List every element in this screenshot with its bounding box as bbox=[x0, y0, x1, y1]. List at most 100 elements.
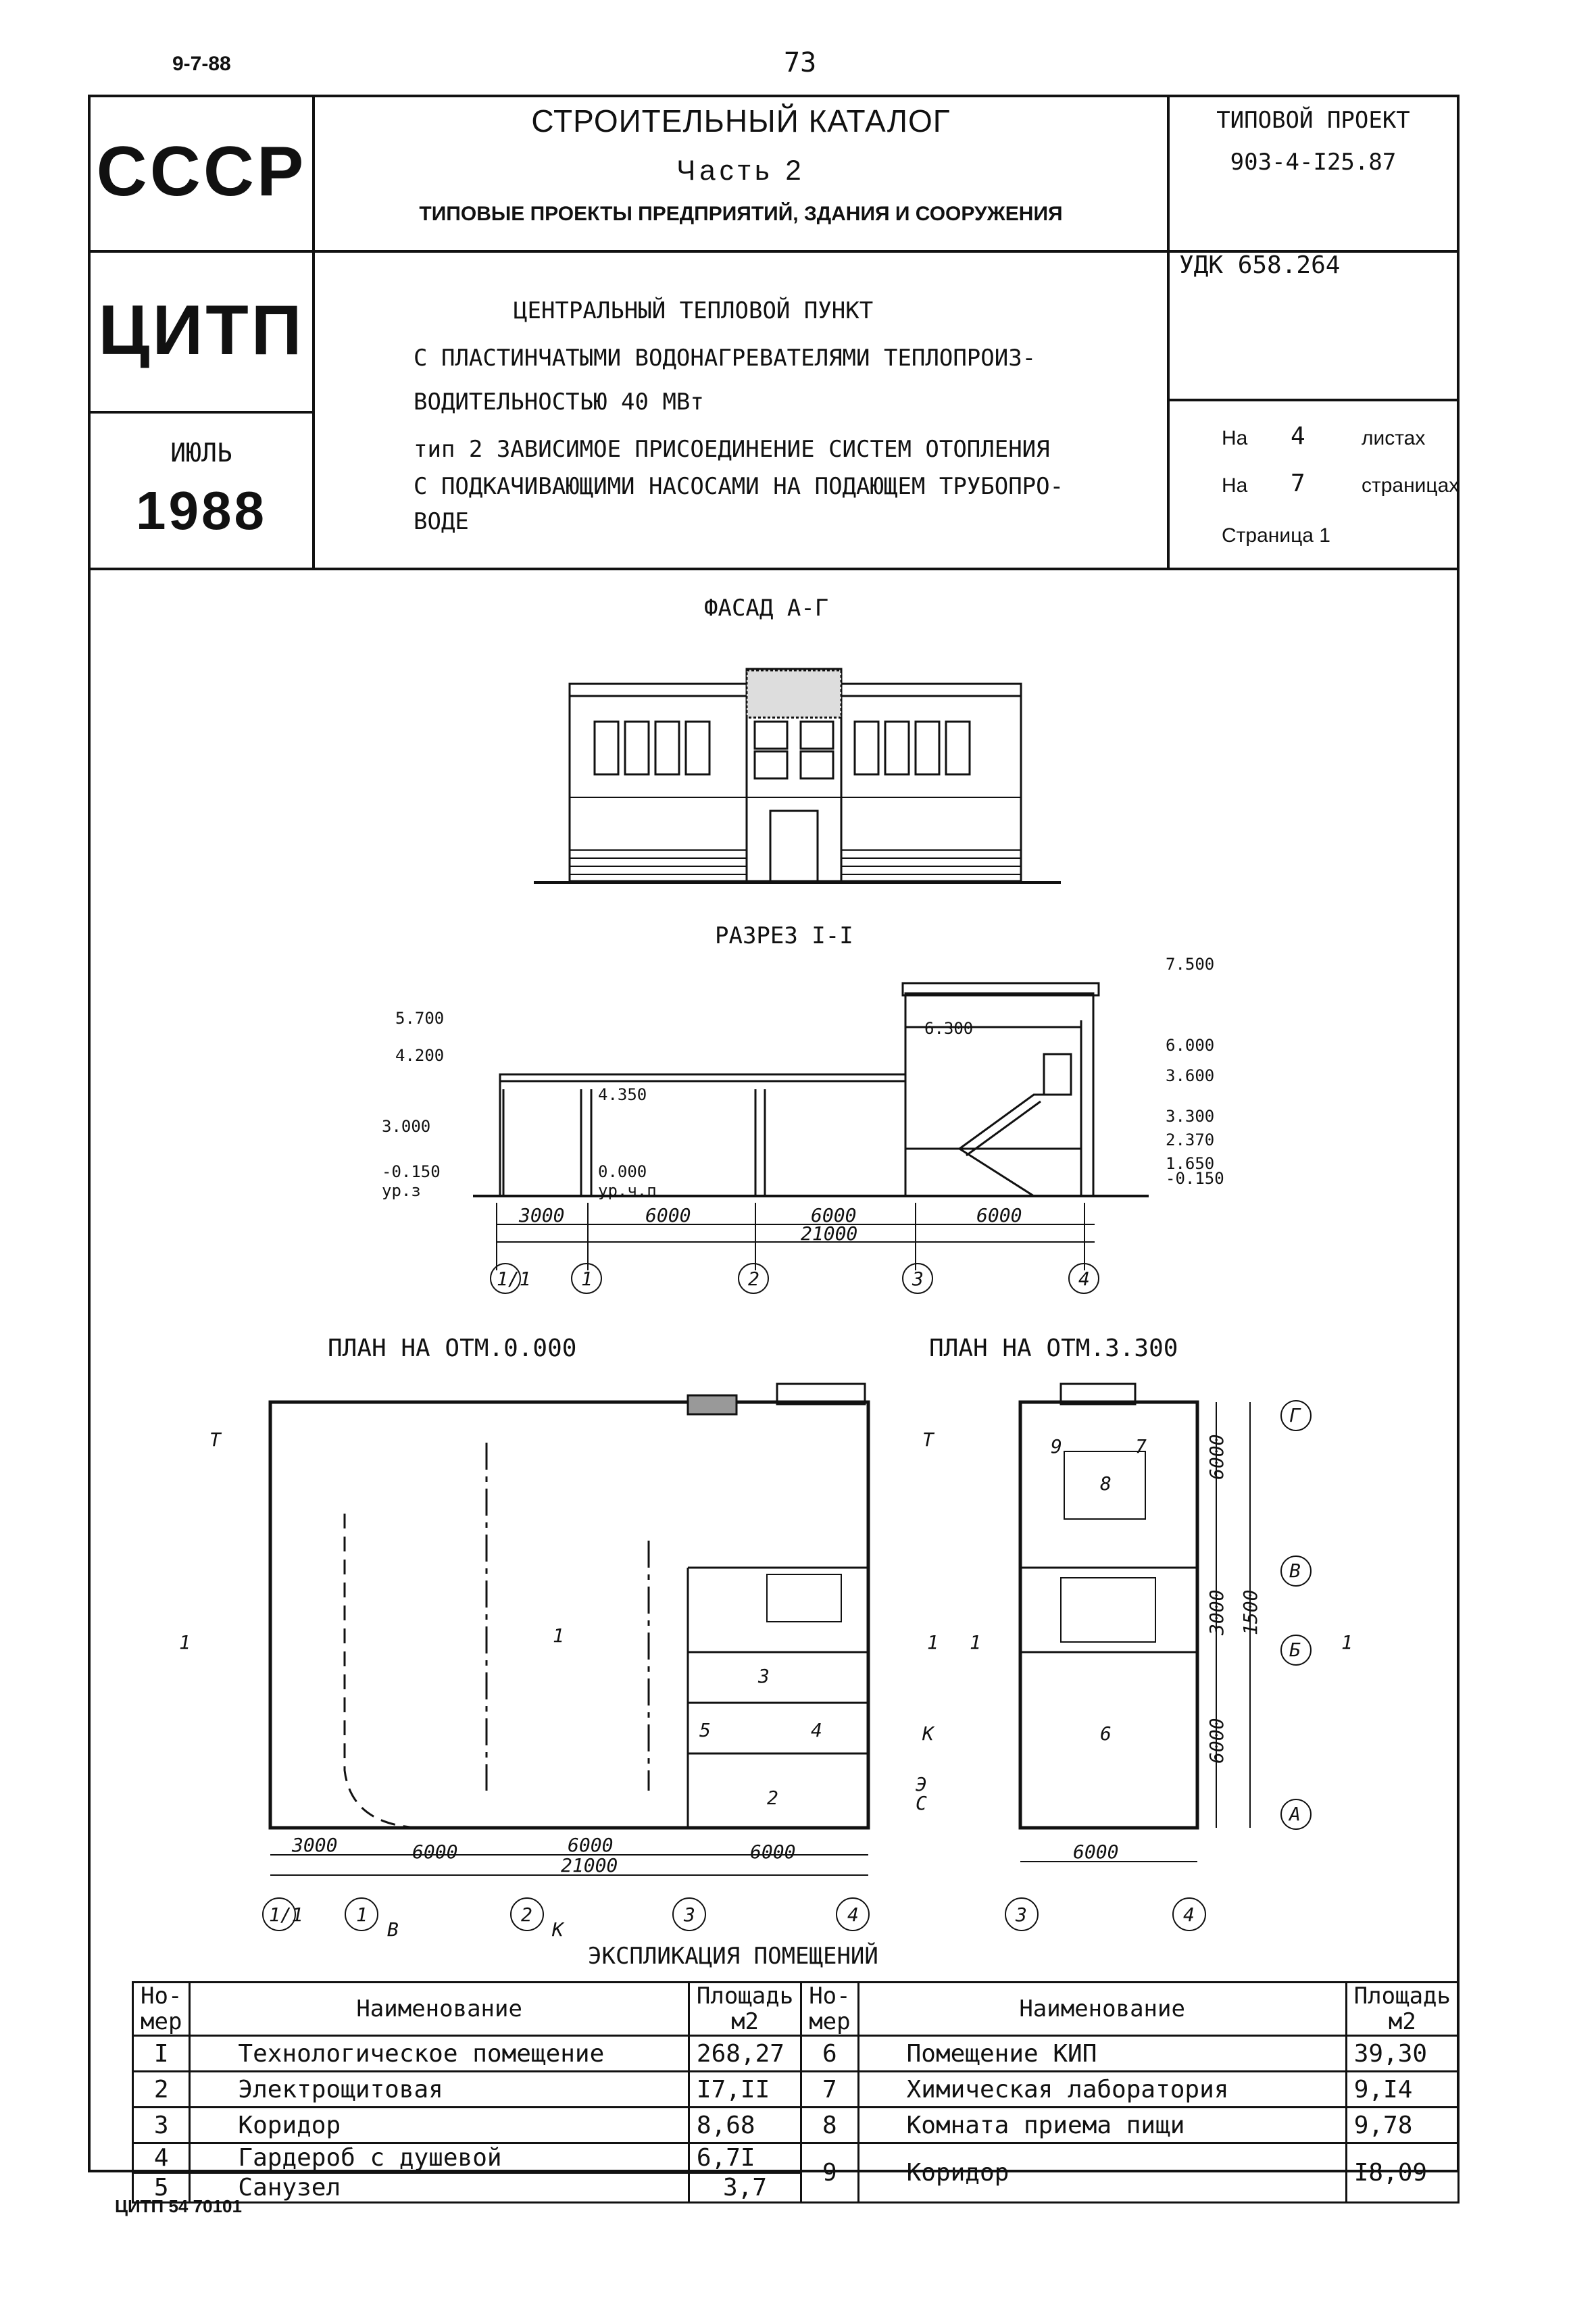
plan1-drawing bbox=[268, 1383, 870, 1830]
axis-letter-g: Г bbox=[1289, 1404, 1301, 1426]
page-label: Страница 1 bbox=[1222, 524, 1330, 547]
room-num: I bbox=[131, 2035, 191, 2072]
pages-label: страницах bbox=[1362, 474, 1460, 497]
room-name: Коридор bbox=[189, 2106, 690, 2144]
udk-code: УДК 658.264 bbox=[1179, 251, 1341, 279]
facade-title: ФАСАД А-Г bbox=[704, 595, 829, 622]
room-3: 3 bbox=[757, 1665, 770, 1687]
project-label: ТИПОВОЙ ПРОЕКТ bbox=[1216, 107, 1410, 134]
section-dimension-line bbox=[490, 1203, 1099, 1294]
elev-right-5: 2.370 bbox=[1166, 1130, 1214, 1149]
room-2: 2 bbox=[767, 1787, 778, 1809]
room-7: 7 bbox=[1135, 1435, 1147, 1458]
sheets-label: листах bbox=[1362, 427, 1426, 449]
mark-e: Э bbox=[916, 1773, 927, 1795]
plan1-title: ПЛАН НА ОТМ.0.000 bbox=[328, 1335, 577, 1362]
plan1-span-2: 6000 bbox=[412, 1841, 457, 1863]
room-area: 6,7I bbox=[687, 2142, 803, 2174]
mark-1-plan2-right: 1 bbox=[1341, 1631, 1353, 1653]
elev-right-7: -0.150 bbox=[1166, 1169, 1224, 1188]
ussr-label: СССР bbox=[96, 132, 307, 211]
header-divider-citp bbox=[88, 411, 315, 414]
catalog-part: Часть 2 bbox=[676, 154, 805, 186]
table-row: 4 Гардероб с душевой 6,7I 9 Коридор I8,0… bbox=[131, 2142, 1460, 2204]
room-name: Технологическое помещение bbox=[189, 2035, 690, 2072]
elev-left-5: ур.з bbox=[382, 1181, 421, 1200]
section-total-span: 21000 bbox=[801, 1222, 857, 1245]
plan2-dim-2: 3000 bbox=[1205, 1590, 1228, 1636]
room-num: 8 bbox=[800, 2106, 859, 2144]
mark-t-left: Т bbox=[209, 1428, 222, 1451]
elev-left-2: 4.200 bbox=[395, 1046, 444, 1065]
date-code: 9-7-88 bbox=[172, 53, 231, 75]
section-axis-4: 4 bbox=[1078, 1268, 1090, 1290]
elev-right-6: 1.650 bbox=[1166, 1154, 1214, 1173]
header-divider-1 bbox=[88, 250, 1460, 253]
header-name-left: Наименование bbox=[189, 1981, 690, 2037]
header-divider-bottom bbox=[88, 568, 1460, 570]
elev-mid-3: ур.ч.п bbox=[598, 1181, 657, 1200]
plan2-dimensions bbox=[1005, 1400, 1312, 1931]
month-label: ИЮЛЬ bbox=[170, 438, 232, 468]
plan2-axis-3: 3 bbox=[1015, 1903, 1027, 1926]
section-span-4: 6000 bbox=[976, 1204, 1022, 1226]
plan2-dim-1: 6000 bbox=[1205, 1435, 1228, 1480]
plan1-axis-2: 2 bbox=[521, 1903, 532, 1926]
room-name: Помещение КИП bbox=[857, 2035, 1347, 2072]
catalog-title: СТРОИТЕЛЬНЫЙ КАТАЛОГ bbox=[531, 103, 951, 139]
header-area-right: Площадь м2 bbox=[1345, 1981, 1460, 2037]
plan1-axis-4: 4 bbox=[847, 1903, 859, 1926]
pages-count: 7 bbox=[1291, 470, 1305, 497]
plan2-dim-3: 1500 bbox=[1239, 1590, 1262, 1635]
plan1-span-3: 6000 bbox=[568, 1834, 613, 1856]
elev-left-1: 5.700 bbox=[395, 1009, 444, 1028]
section-axis-2: 2 bbox=[748, 1268, 759, 1290]
sheets-prefix: На bbox=[1222, 427, 1248, 449]
elev-right-2: 6.000 bbox=[1166, 1036, 1214, 1055]
mark-1-mid: 1 bbox=[927, 1631, 939, 1653]
room-num: 3 bbox=[131, 2106, 191, 2144]
room-num: 4 bbox=[131, 2142, 191, 2174]
sheets-count: 4 bbox=[1291, 422, 1305, 450]
table-row: 3 Коридор 8,68 8 Комната приема пищи 9,7… bbox=[131, 2106, 1460, 2144]
room-area: 3,7 bbox=[687, 2172, 803, 2204]
plan1-axis-3: 3 bbox=[683, 1903, 695, 1926]
plan2-dim-4: 6000 bbox=[1205, 1718, 1228, 1764]
plan1-axis-1: 1 bbox=[356, 1903, 368, 1926]
plan1-span-1: 3000 bbox=[291, 1834, 337, 1856]
catalog-subtitle: ТИПОВЫЕ ПРОЕКТЫ ПРЕДПРИЯТИЙ, ЗДАНИЯ И СО… bbox=[419, 203, 1063, 225]
mark-1-plan2-left: 1 bbox=[970, 1631, 981, 1653]
elev-right-1: 7.500 bbox=[1166, 955, 1214, 974]
elev-left-3: 3.000 bbox=[382, 1117, 430, 1136]
header-num-right: Но-мер bbox=[800, 1981, 859, 2037]
elev-mid-1: 4.350 bbox=[598, 1085, 647, 1104]
section-axis-1-1: 1/1 bbox=[497, 1268, 531, 1290]
axis-letter-v: В bbox=[1289, 1560, 1301, 1582]
plan2-title: ПЛАН НА ОТМ.3.300 bbox=[929, 1335, 1178, 1362]
page-number: 73 bbox=[784, 47, 817, 78]
explication-title: ЭКСПЛИКАЦИЯ ПОМЕЩЕНИЙ bbox=[588, 1943, 878, 1970]
room-name: Гардероб с душевой bbox=[189, 2142, 690, 2174]
table-row: 2 Электрощитовая I7,II 7 Химическая лабо… bbox=[131, 2070, 1460, 2108]
room-name: Комната приема пищи bbox=[857, 2106, 1347, 2144]
room-5: 5 bbox=[699, 1719, 711, 1741]
room-8: 8 bbox=[1100, 1472, 1112, 1495]
room-num: 2 bbox=[131, 2070, 191, 2108]
desc-line-2: С ПЛАСТИНЧАТЫМИ ВОДОНАГРЕВАТЕЛЯМИ ТЕПЛОП… bbox=[414, 345, 1037, 372]
room-6: 6 bbox=[1100, 1722, 1112, 1745]
axis-letter-a: А bbox=[1288, 1803, 1301, 1825]
mark-v: В bbox=[387, 1918, 399, 1941]
year-label: 1988 bbox=[136, 480, 267, 541]
mark-k: К bbox=[922, 1722, 935, 1745]
footer-code: ЦИТП 54 70101 bbox=[115, 2196, 242, 2216]
room-name: Электрощитовая bbox=[189, 2070, 690, 2108]
plan2-drawing bbox=[1018, 1383, 1199, 1830]
plan1-axis-1-1: 1/1 bbox=[269, 1903, 303, 1926]
room-num: 9 bbox=[800, 2142, 859, 2204]
room-name: Химическая лаборатория bbox=[857, 2070, 1347, 2108]
room-area: I8,09 bbox=[1345, 2142, 1460, 2204]
elev-left-4: -0.150 bbox=[382, 1162, 441, 1181]
elev-mid-2: 0.000 bbox=[598, 1162, 647, 1181]
plan1-span-4: 6000 bbox=[750, 1841, 795, 1863]
